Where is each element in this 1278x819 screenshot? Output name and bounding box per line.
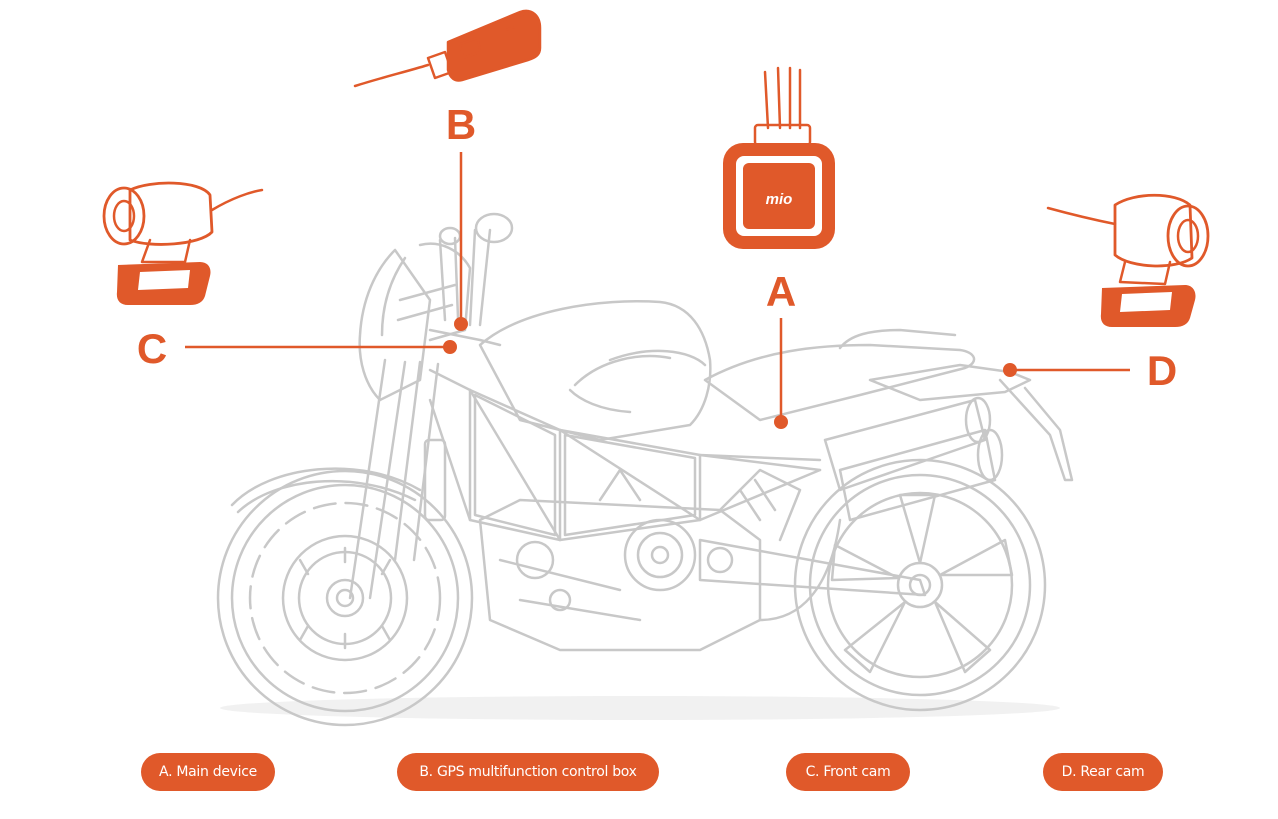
callout-d [1003,363,1130,377]
main-device-illustration: mio [723,66,835,249]
fuel-tank [478,300,712,442]
marker-c: C [137,325,167,372]
seat [703,328,976,422]
legend-rear-cam: D. Rear cam [1043,753,1163,791]
engine [478,468,802,652]
rear-wheel [793,458,1047,712]
motorcycle-illustration [216,212,1074,727]
handlebar [428,212,514,347]
callout-b [454,152,468,331]
rear-cam-illustration [1046,193,1210,327]
callout-c [185,340,457,354]
mio-logo: mio [766,191,793,208]
control-box-illustration [353,9,542,88]
legend-main-device: A. Main device [141,753,275,791]
front-wheel [216,469,474,727]
marker-d: D [1147,347,1177,394]
headlight-fairing [358,242,472,402]
tail-section [868,363,1074,482]
marker-b: B [446,101,476,148]
front-cam-illustration [102,181,264,305]
legend-control-box: B. GPS multifunction control box [397,753,659,791]
callout-a [774,318,788,429]
trellis-frame [428,368,822,542]
front-fender [230,467,422,507]
legend-front-cam: C. Front cam [786,753,910,791]
marker-a: A [766,268,796,315]
